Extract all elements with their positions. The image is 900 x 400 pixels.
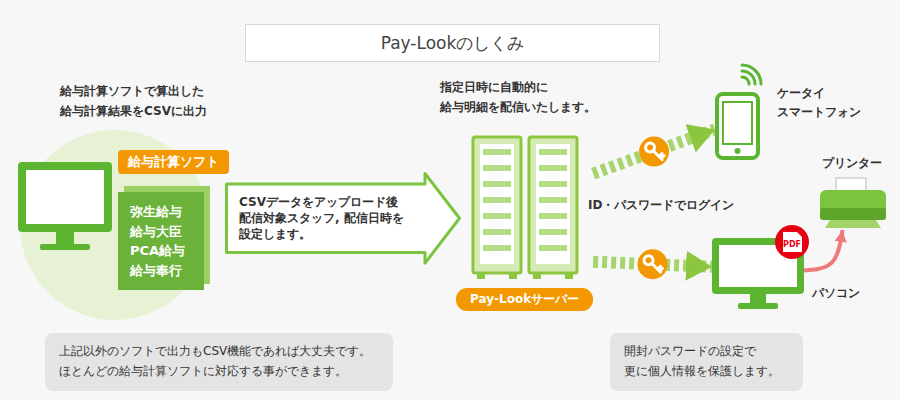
software-list: 弥生給与 給与大臣 PCA給与 給与奉行 [118,192,204,290]
key-icon [638,249,668,279]
server-node: Pay-Lookサーバー [456,135,593,311]
server-rack [529,137,577,279]
key-icon [639,137,669,167]
software-box: 給与計算ソフト弥生給与 給与大臣 PCA給与 給与奉行 [118,150,229,290]
device-label: ケータイ スマートフォン [777,84,873,122]
upload-arrow: CSVデータをアップロード後 配信対象スタッフ, 配信日時を 設定します。 [225,172,461,265]
printer-device: プリンター [818,178,888,230]
note-box: 上記以外のソフトで出力もCSV機能であれば大丈夫です。 ほとんどの給与計算ソフト… [45,333,393,391]
pdf-badge [775,225,809,259]
arrow-shape [227,174,460,264]
phone-device: ケータイ スマートフォン [715,92,760,160]
diagram-title: Pay-Lookのしくみ [245,24,660,62]
device-label: プリンター [822,154,882,173]
software-heading: 給与計算ソフト [118,150,229,174]
note-text: 開封パスワードの設定で 更に個人情報を保護します。 [624,342,789,382]
device-label: パソコン [812,284,860,303]
print-arrow [804,230,843,270]
delivery-arrow [593,129,715,173]
note-box: 開封パスワードの設定で 更に個人情報を保護します。 [610,333,803,391]
note-text: 上記以外のソフトで出力もCSV機能であれば大丈夫です。 ほとんどの給与計算ソフト… [59,342,379,382]
desktop-monitor [18,162,112,250]
printer-outline [818,178,888,230]
server-label: Pay-Lookサーバー [456,288,593,311]
wifi-symbol [742,65,761,84]
login-label: ID・パスワードでログイン [588,196,734,216]
phone-outline [715,92,760,160]
server-outline [470,135,580,280]
caption-text: 指定日時に自動的に 給与明細を配信いたします。 [440,78,605,118]
caption-text: 給与計算ソフトで算出した 給与計算結果をCSVに出力 [60,82,230,122]
server-rack [473,137,521,279]
pdf-label: PDF [783,241,801,249]
arrow-text: CSVデータをアップロード後 配信対象スタッフ, 配信日時を 設定します。 [239,194,419,243]
